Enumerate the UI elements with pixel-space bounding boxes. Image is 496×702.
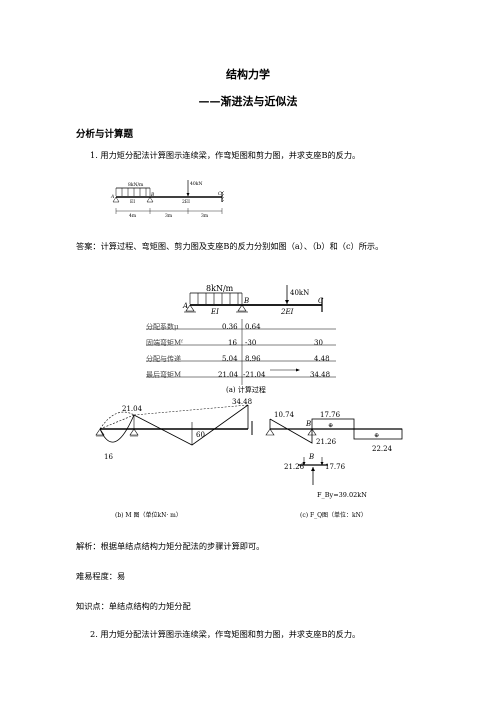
caption-b: (b) M 图（单位kN· m） [115,512,182,519]
node-c-label: C [218,191,222,197]
freebody-left-shear: 21.26 [284,463,305,471]
moment-value-c: 34.48 [232,398,252,406]
question-1: 1. 用力矩分配法计算图示连续梁，作弯矩图和剪力图，并求支座B的反力。 [90,150,361,160]
reaction-label: F_By=39.02kN [317,491,367,499]
shear-value-a: 10.74 [274,411,295,419]
caption-a: (a) 计算过程 [226,385,266,394]
node-a-label: A [110,194,115,200]
analysis-text: 解析：根据单结点结构力矩分配法的步骤计算即可。 [76,541,265,551]
moment-value-b: 21.04 [122,405,143,413]
cell-distribution-cb: 4.48 [314,355,330,363]
negative-region-icon: ⊕ [374,432,379,439]
shear-diagram: 10.74 17.76 21.26 22.24 ⊕ ⊕ B B 21.26 17… [265,411,403,499]
doc-subtitle: ——渐进法与近似法 [198,95,298,108]
cell-dist-factor-ba: 0.36 [222,323,238,331]
table-span-bc-ei: 2EI [280,308,294,316]
moment-distribution-figure: 8kN/m 40kN A B C EI 2EI 分配系数μ 0.36 0.64 … [146,284,336,394]
knowledge-text: 知识点：单结点结构的力矩分配 [76,601,191,611]
freebody-node-b: B [308,453,314,461]
answer-text: 答案：计算过程、弯矩图、剪力图及支座B的反力分别如图（a）、（b）和（c）所示。 [76,241,384,251]
shear-value-c: 22.24 [372,445,393,453]
cell-dist-factor-bc: 0.64 [245,323,261,331]
shear-value-ba: 21.26 [316,438,337,446]
question-2: 2. 用力矩分配法计算图示连续梁，作弯矩图和剪力图，并求支座B的反力。 [90,629,361,639]
shear-value-bc: 17.76 [320,411,341,419]
table-load-q-label: 8kN/m [206,284,234,293]
cell-final-cb: 34.48 [310,371,330,379]
moment-value-load: 60 [196,431,205,439]
cell-fixed-end-bc: -30 [245,339,256,347]
moment-diagram: 21.04 34.48 60 16 [95,398,253,461]
shear-node-b: B [305,420,311,428]
moment-value-midspan: 16 [104,453,113,461]
doc-title: 结构力学 [226,68,270,81]
dim-b-load: 3m [165,213,173,219]
load-q-label: 8kN/m [128,182,144,188]
table-node-c: C [318,297,324,305]
freebody-right-shear: 17.76 [325,463,346,471]
table-load-p-label: 40kN [290,289,309,297]
cell-final-bc: -21.04 [243,371,266,379]
table-node-a: A [182,302,188,310]
dim-load-c: 3m [201,213,209,219]
table-node-b: B [243,297,249,305]
cell-distribution-bc: 8.96 [245,355,261,363]
cell-distribution-ba: 5.04 [222,355,238,363]
span-ab-ei: EI [130,199,135,205]
row-label-dist-factor: 分配系数μ [146,322,179,331]
difficulty-text: 难易程度：易 [76,571,126,581]
node-b-label: B [150,192,155,198]
row-label-distribution: 分配与传递 [146,354,181,363]
cell-fixed-end-cb: 30 [314,339,323,347]
span-bc-ei: 2EI [182,199,190,205]
row-label-fixed-end: 固端弯矩Mᶠ [146,338,183,347]
row-label-final-moment: 最后弯矩M [146,370,181,379]
positive-sign-icon: ⊕ [328,422,333,429]
dim-ab: 4m [129,213,137,219]
cell-fixed-end-ba: 16 [228,339,237,347]
table-span-ab-ei: EI [210,308,219,316]
caption-c: (c) F_Q图（单位：kN） [300,512,367,519]
section-heading: 分析与计算题 [76,129,134,140]
load-p-label: 40kN [190,181,202,187]
cell-final-ba: 21.04 [218,371,239,379]
problem-beam-figure: 8kN/m 40kN A B C EI 2EI 4m 3m 3m [110,180,225,219]
